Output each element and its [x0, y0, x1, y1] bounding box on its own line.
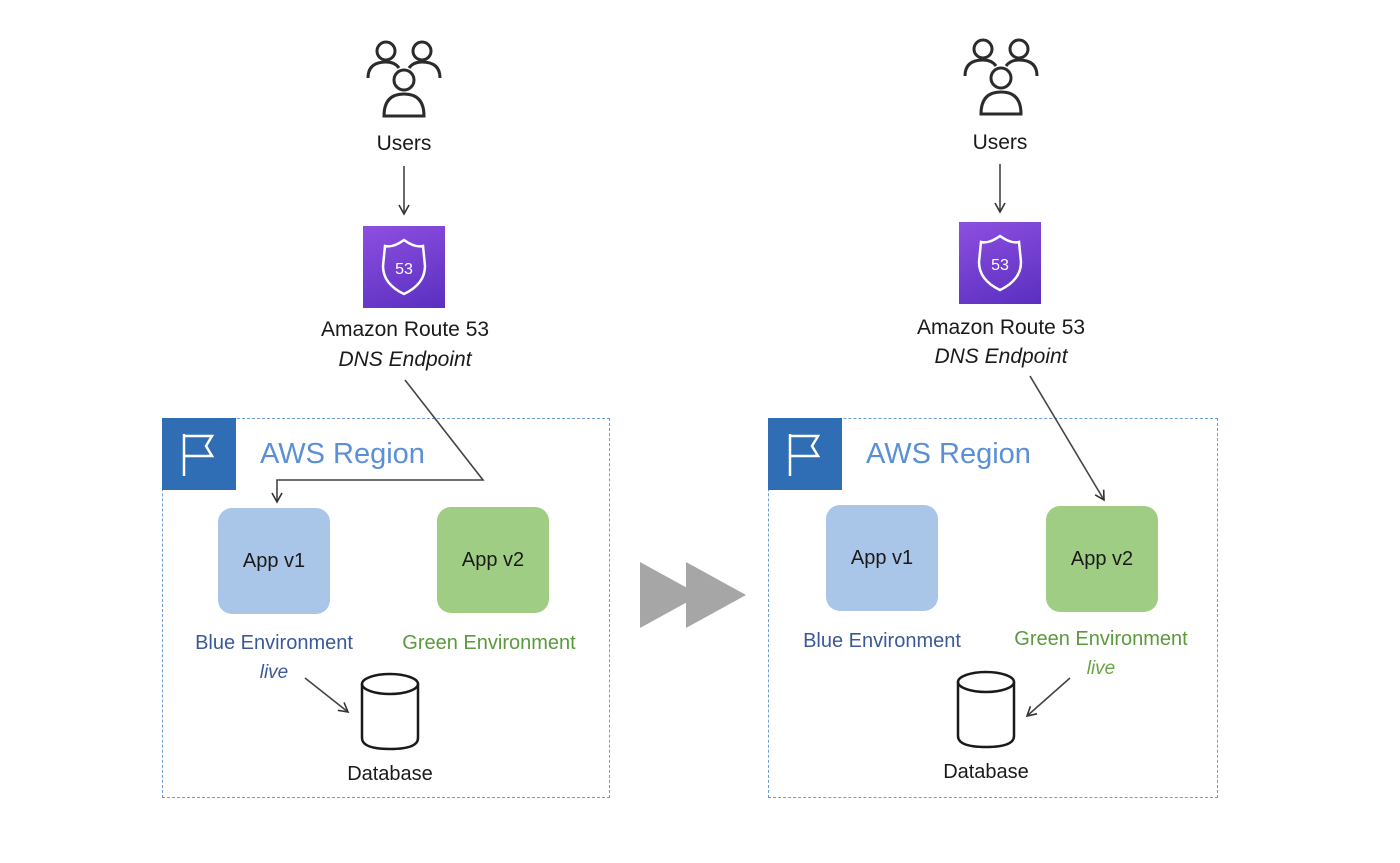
database-label: Database — [347, 763, 433, 785]
live-label: live — [259, 662, 289, 683]
live-to-database-arrow — [304, 677, 350, 714]
route53-badge: 53 — [991, 257, 1009, 274]
transition-arrow-icon — [640, 562, 746, 628]
database-icon — [360, 672, 420, 751]
blue-environment-label: Blue Environment — [803, 630, 961, 652]
database-icon — [956, 670, 1016, 749]
route53-label: Amazon Route 53 — [916, 316, 1086, 339]
database-label: Database — [943, 761, 1029, 783]
app-v1-box: App v1 — [218, 508, 330, 614]
route53-to-app-v2-arrow — [1029, 375, 1105, 502]
region-flag-icon — [768, 418, 842, 490]
blue-environment-label: Blue Environment — [195, 632, 353, 654]
aws-region-box — [768, 418, 1218, 798]
aws-region-label: AWS Region — [260, 438, 425, 470]
route53-to-app-v1-arrow — [271, 379, 485, 504]
app-v2-box: App v2 — [1046, 506, 1158, 612]
users-icon — [963, 38, 1039, 116]
route53-icon: 53 — [363, 226, 445, 308]
app-v2-label: App v2 — [1070, 547, 1134, 570]
dns-endpoint-label: DNS Endpoint — [934, 345, 1068, 368]
app-v2-box: App v2 — [437, 507, 549, 613]
aws-region-label: AWS Region — [866, 438, 1031, 470]
region-flag-icon — [162, 418, 236, 490]
green-environment-label: Green Environment — [1014, 628, 1188, 650]
route53-icon: 53 — [959, 222, 1041, 304]
green-environment-label: Green Environment — [402, 632, 576, 654]
route53-label: Amazon Route 53 — [320, 318, 490, 341]
aws-region-box — [162, 418, 610, 798]
app-v1-box: App v1 — [826, 505, 938, 611]
route53-badge: 53 — [395, 261, 413, 278]
live-to-database-arrow — [1025, 677, 1071, 718]
dns-endpoint-label: DNS Endpoint — [338, 348, 472, 371]
users-icon — [366, 40, 442, 118]
live-label: live — [1086, 658, 1116, 679]
app-v1-label: App v1 — [242, 549, 306, 572]
users-label: Users — [972, 131, 1028, 154]
users-label: Users — [376, 132, 432, 155]
app-v2-label: App v2 — [461, 548, 525, 571]
app-v1-label: App v1 — [850, 546, 914, 569]
